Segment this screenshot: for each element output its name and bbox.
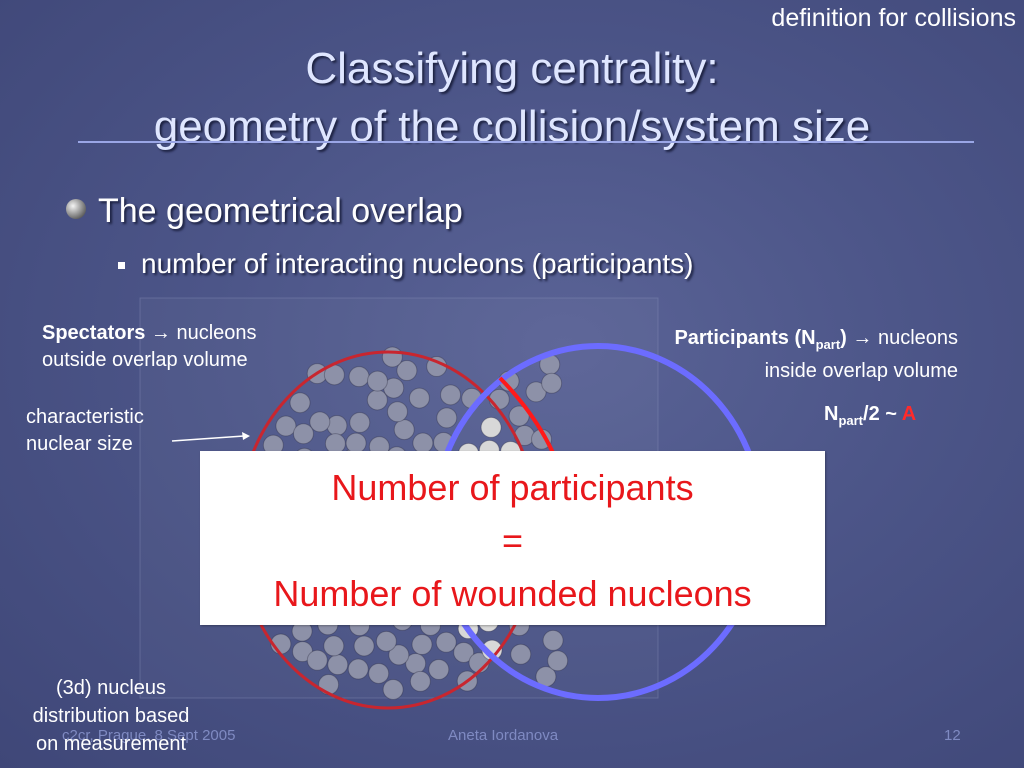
spectators-label: Spectators → nucleons outside overlap vo… bbox=[42, 320, 257, 374]
spectator-nucleon bbox=[349, 411, 371, 433]
spectator-nucleon bbox=[525, 381, 547, 403]
size-arrow-head bbox=[242, 432, 250, 440]
spectator-nucleon bbox=[323, 635, 345, 657]
participants-label: Participants (Npart) → nucleons inside o… bbox=[674, 325, 958, 385]
spectator-nucleon bbox=[541, 372, 563, 394]
spectator-nucleon bbox=[382, 678, 404, 700]
spectator-nucleon bbox=[353, 635, 375, 657]
participants-desc: → nucleons bbox=[846, 327, 958, 349]
spectator-nucleon bbox=[542, 629, 564, 651]
spectator-nucleon bbox=[396, 360, 418, 382]
participants-close: ) bbox=[840, 327, 847, 349]
spectator-nucleon bbox=[368, 662, 390, 684]
definition-box: Number of participants = Number of wound… bbox=[200, 451, 825, 625]
npart-n: N bbox=[824, 403, 839, 425]
spectator-nucleon bbox=[318, 674, 340, 696]
nucleus-note: (3d) nucleus distribution based on measu… bbox=[0, 674, 222, 758]
spectator-nucleon bbox=[547, 650, 569, 672]
spectator-nucleon bbox=[366, 370, 388, 392]
spectator-nucleon bbox=[292, 423, 314, 445]
spectator-nucleon bbox=[436, 407, 458, 429]
nucleus-note-line-3: on measurement bbox=[35, 733, 187, 755]
char-size-line-2: nuclear size bbox=[26, 433, 133, 455]
nucleus-note-line-1: (3d) nucleus bbox=[55, 677, 167, 699]
bullet-level-2: number of interacting nucleons (particip… bbox=[118, 248, 694, 280]
box-line-3: Number of wounded nucleons bbox=[273, 573, 752, 614]
participants-term: Participants (N bbox=[674, 327, 816, 349]
npart-a: A bbox=[901, 403, 917, 425]
npart-sub: part bbox=[838, 413, 864, 428]
spectator-nucleon bbox=[381, 346, 403, 368]
box-line-1: Number of participants bbox=[331, 467, 694, 508]
spectator-nucleon bbox=[408, 387, 430, 409]
spectator-nucleon bbox=[510, 643, 532, 665]
title-line-2: geometry of the collision/system size bbox=[153, 102, 871, 151]
participants-line-2: inside overlap volume bbox=[764, 360, 958, 382]
spectator-nucleon bbox=[309, 411, 331, 433]
spectator-nucleon bbox=[347, 658, 369, 680]
bullet-level-1: The geometrical overlap bbox=[66, 192, 463, 231]
spectators-desc: → nucleons bbox=[145, 322, 257, 344]
spectator-nucleon bbox=[393, 419, 415, 441]
npart-relation: Npart/2 ~ A bbox=[824, 403, 916, 428]
footer-page-number: 12 bbox=[944, 727, 961, 744]
square-bullet-icon bbox=[118, 262, 125, 269]
spectator-nucleon bbox=[386, 401, 408, 423]
corner-note: definition for collisions bbox=[771, 4, 1016, 32]
spectator-nucleon bbox=[327, 654, 349, 676]
char-size-line-1: characteristic bbox=[26, 406, 144, 428]
nucleus-note-line-2: distribution based bbox=[32, 705, 190, 727]
spectator-nucleon bbox=[388, 644, 410, 666]
spectator-nucleon bbox=[306, 649, 328, 671]
spectator-nucleon bbox=[275, 415, 297, 437]
spectator-nucleon bbox=[440, 384, 462, 406]
participants-sub: part bbox=[815, 337, 841, 352]
box-line-2: = bbox=[501, 520, 524, 561]
spectator-nucleon bbox=[488, 388, 510, 410]
spectator-nucleon bbox=[435, 631, 457, 653]
bullet-level-1-text: The geometrical overlap bbox=[98, 192, 463, 230]
spectator-nucleon bbox=[348, 366, 370, 388]
spectator-nucleon bbox=[411, 634, 433, 656]
participant-nucleon bbox=[480, 416, 502, 438]
footer-author: Aneta Iordanova bbox=[448, 727, 559, 744]
spectator-nucleon bbox=[366, 389, 388, 411]
title-line-1: Classifying centrality: bbox=[305, 44, 719, 93]
title-underline bbox=[78, 141, 974, 143]
spectators-line-2: outside overlap volume bbox=[42, 349, 248, 371]
spectators-term: Spectators bbox=[42, 322, 146, 344]
spectator-nucleon bbox=[428, 658, 450, 680]
spectator-nucleon bbox=[453, 641, 475, 663]
footer-conference: c2cr, Prague, 8 Sept 2005 bbox=[62, 727, 236, 744]
characteristic-size-label: characteristic nuclear size bbox=[26, 404, 144, 458]
spectator-nucleon bbox=[289, 392, 311, 414]
spectator-nucleon bbox=[326, 415, 348, 437]
bullet-level-2-text: number of interacting nucleons (particip… bbox=[141, 248, 694, 279]
npart-rest: /2 ~ bbox=[863, 403, 902, 425]
spectator-nucleon bbox=[508, 405, 530, 427]
size-arrow bbox=[171, 435, 245, 442]
slide-title: Classifying centrality: geometry of the … bbox=[0, 40, 1024, 156]
spectator-nucleon bbox=[375, 630, 397, 652]
spectator-nucleon bbox=[409, 670, 431, 692]
sphere-bullet-icon bbox=[66, 199, 86, 220]
